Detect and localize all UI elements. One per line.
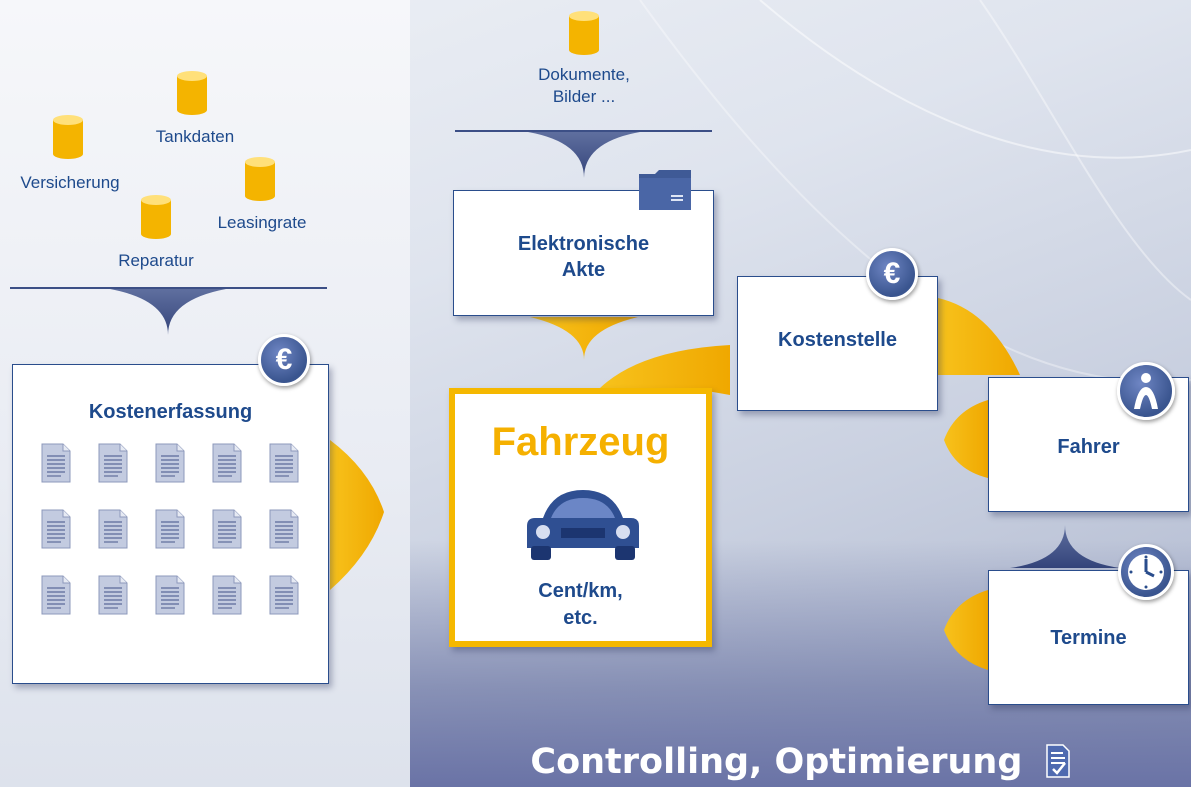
arrow-kosten-to-fahrzeug [330,440,384,590]
box-title-fahrer: Fahrer [1057,436,1120,458]
document-icon [41,443,71,483]
clock-icon [1118,544,1174,600]
box-title-akte: Elektronische Akte [517,233,650,281]
box-fahrzeug[interactable]: Fahrzeug Cent/km, etc. [449,388,712,647]
document-icon [269,575,299,615]
euro-icon: € [258,334,310,386]
document-icon [155,575,185,615]
box-title-kostenstelle: Kostenstelle [778,329,897,351]
box-title-termine: Termine [1050,627,1127,649]
decor-swoosh [979,0,1191,301]
fahrzeug-metric: Cent/km, etc. [538,580,623,629]
database-icon [53,115,83,159]
document-icon [155,509,185,549]
box-title-kostenerfassung: Kostenerfassung [88,401,253,423]
car-icon [527,490,639,560]
document-icon [41,575,71,615]
box-kostenstelle[interactable]: Kostenstelle [737,276,938,411]
document-icon [41,509,71,549]
fahrzeug-title: Fahrzeug [491,420,670,464]
document-icon [98,509,128,549]
folder-icon [639,170,691,210]
document-icon [269,509,299,549]
source-versicherung: Versicherung [20,173,120,192]
document-icon [98,575,128,615]
document-icon [155,443,185,483]
box-elektronische-akte[interactable]: Elektronische Akte [453,190,714,316]
document-icon [212,575,242,615]
person-icon [1117,362,1175,420]
arrow-kostenstelle-to-fahrer [938,298,1020,375]
document-icon [212,509,242,549]
top-funnel-arrow [528,132,640,178]
database-icon [245,157,275,201]
box-kostenerfassung[interactable]: Kostenerfassung [12,364,329,684]
arrow-fahrer-left [944,400,988,478]
document-icon [269,443,299,483]
document-icon [98,443,128,483]
euro-icon: € [866,248,918,300]
footer-title: Controlling, Optimierung [410,737,1191,787]
checklist-icon [1045,744,1070,778]
source-reparatur: Reparatur [118,251,194,270]
arrow-termine-to-fahrer [1010,525,1120,568]
source-leasingrate: Leasingrate [217,213,307,232]
arrow-fahrzeug-to-kostenstelle [600,345,730,395]
decor-swoosh [759,0,1191,159]
database-icon [141,195,171,239]
left-funnel-arrow [110,289,226,335]
source-tankdaten: Tankdaten [155,127,235,146]
database-icon [177,71,207,115]
arrow-termine-left [944,590,988,670]
document-icon [212,443,242,483]
database-icon [569,11,599,55]
source-dokumente: Dokumente, Bilder ... [538,65,630,107]
arrow-akte-to-fahrzeug [530,317,638,360]
